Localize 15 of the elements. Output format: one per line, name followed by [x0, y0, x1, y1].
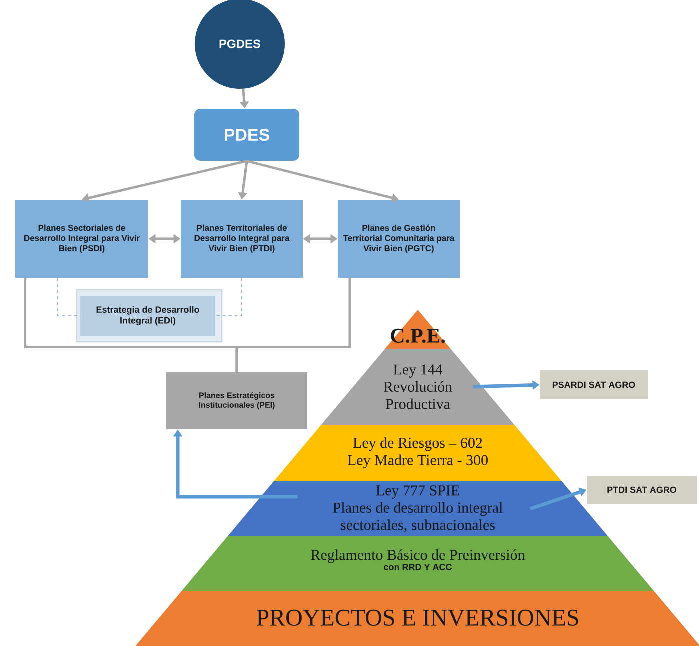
pyramid-band: Ley 777 SPIE Planes de desarrollo integral sectoriales, subnacionales — [228, 481, 608, 536]
process-box: Estrategia de Desarrollo Integral (EDI) — [80, 296, 216, 336]
pyramid-band: PROYECTOS E INVERSIONES — [136, 591, 699, 646]
process-box: Planes Sectoriales de Desarrollo Integral para Vivir Bien (PSDI) — [16, 200, 148, 278]
label-box: PSARDI SAT AGRO — [540, 370, 648, 400]
pyramid-band: Ley de Riesgos – 602 Ley Madre Tierra - 300 — [274, 425, 562, 481]
arrow — [58, 278, 81, 316]
arrow — [215, 278, 242, 316]
label-box: PTDI SAT AGRO — [587, 476, 697, 504]
process-box: Planes Territoriales de Desarrollo Integral para Vivir Bien (PTDI) — [181, 200, 303, 278]
process-box: Planes de Gestión Territorial Comunitaria para Vivir Bien (PGTC) — [338, 200, 460, 278]
pyramid-band: Reglamento Básico de Preinversión con RRD Y ACC — [182, 536, 654, 591]
pyramid-band: Ley 144 Revolución Productiva — [321, 349, 515, 425]
process-box: PDES — [194, 109, 300, 161]
process-box: Planes Estratégicos Institucionales (PEI) — [166, 372, 308, 430]
